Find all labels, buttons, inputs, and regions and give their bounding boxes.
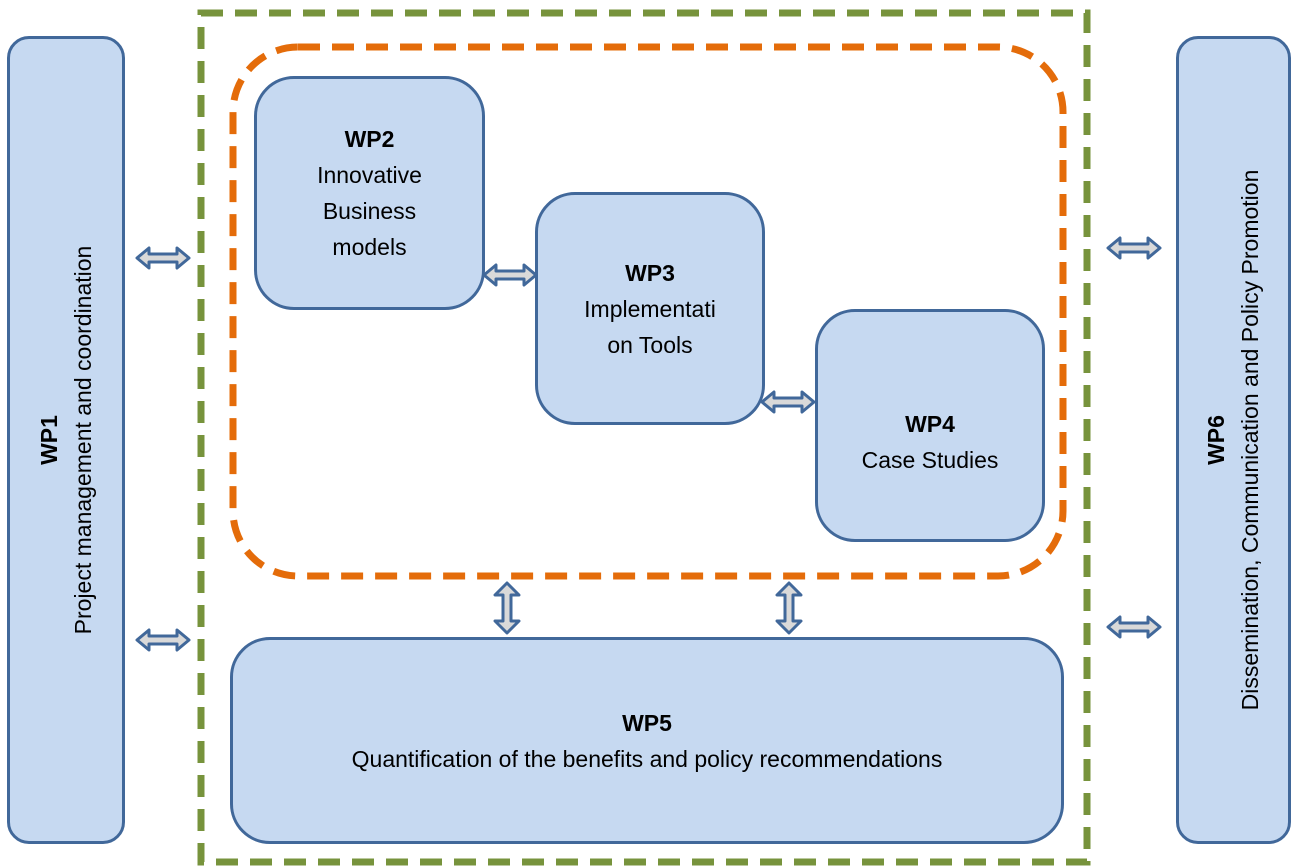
wp5-box: WP5 Quantification of the benefits and p… (230, 637, 1064, 844)
wp6-title: Dissemination, Communication and Policy … (1237, 169, 1263, 711)
wp4-box: WP4 Case Studies (815, 309, 1045, 542)
wp4-line1: Case Studies (861, 446, 999, 473)
arrow-wp2-wp3 (482, 263, 538, 287)
arrow-wp3-wp4 (760, 390, 816, 414)
outer-boundary (197, 9, 1091, 866)
wp3-box: WP3 Implementati on Tools (535, 192, 765, 425)
arrow-inner-wp5-right (775, 581, 803, 635)
wp2-line2: Business (322, 198, 417, 224)
inner-boundary (229, 43, 1067, 580)
wp2-box: WP2 Innovative Business models (254, 76, 485, 310)
arrow-wp6-top (1106, 236, 1162, 260)
wp1-id: WP1 (36, 415, 62, 465)
wp5-id: WP5 (622, 709, 672, 736)
wp3-id: WP3 (625, 259, 675, 286)
wp6-box (1176, 36, 1291, 844)
wp6-id: WP6 (1203, 415, 1229, 465)
wp4-id: WP4 (905, 410, 955, 437)
wp2-line1: Innovative (317, 162, 422, 188)
arrow-inner-wp5-left (493, 581, 521, 635)
wp5-title: Quantification of the benefits and polic… (351, 745, 943, 772)
wp1-title: Project management and coordination (70, 245, 96, 635)
arrow-wp1-bottom (135, 628, 191, 652)
wp2-line3: models (332, 234, 407, 260)
wp1-label: WP1 Project management and coordination (31, 36, 101, 844)
wp2-id: WP2 (344, 126, 395, 152)
wp1-box (7, 36, 125, 844)
arrow-wp6-bottom (1106, 615, 1162, 639)
wp3-line1: Implementati (584, 295, 716, 322)
arrow-wp1-top (135, 246, 191, 270)
wp3-line2: on Tools (607, 331, 693, 358)
wp6-label: WP6 Dissemination, Communication and Pol… (1198, 36, 1268, 844)
